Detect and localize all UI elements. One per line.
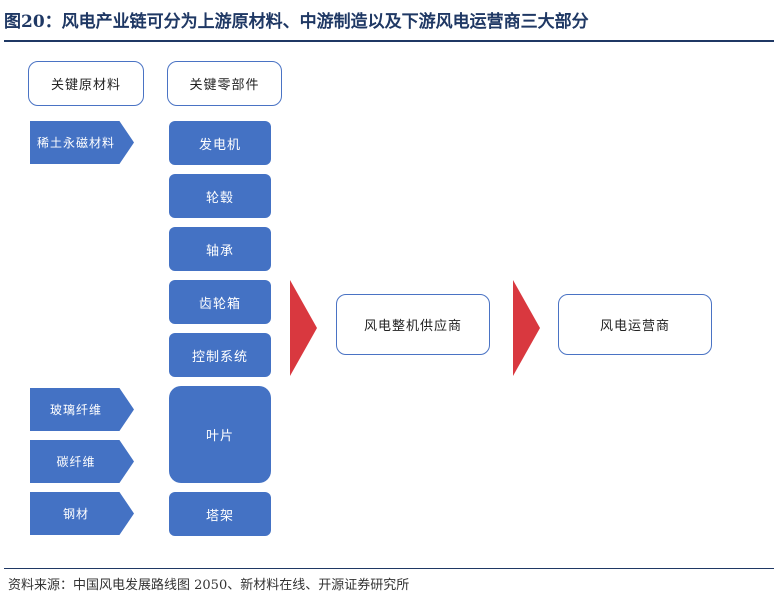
component-blade: 叶片 bbox=[169, 386, 271, 483]
raw-material-rare-earth-magnet: 稀土永磁材料 bbox=[30, 121, 134, 164]
figure-title: 图20：风电产业链可分为上游原材料、中游制造以及下游风电运营商三大部分 bbox=[4, 12, 589, 32]
footer-divider bbox=[4, 568, 774, 569]
title-divider bbox=[4, 40, 774, 42]
raw-material-glass-fiber: 玻璃纤维 bbox=[30, 388, 134, 431]
component-control-system: 控制系统 bbox=[169, 333, 271, 377]
component-tower: 塔架 bbox=[169, 492, 271, 536]
wind-operator-box: 风电运营商 bbox=[558, 294, 712, 355]
raw-material-steel: 钢材 bbox=[30, 492, 134, 535]
arrow-to-operator bbox=[513, 280, 540, 376]
component-generator: 发电机 bbox=[169, 121, 271, 165]
turbine-manufacturer-box: 风电整机供应商 bbox=[336, 294, 490, 355]
raw-material-carbon-fiber: 碳纤维 bbox=[30, 440, 134, 483]
raw-materials-header: 关键原材料 bbox=[28, 61, 144, 106]
source-note: 资料来源：中国风电发展路线图 2050、新材料在线、开源证券研究所 bbox=[8, 578, 410, 593]
components-header: 关键零部件 bbox=[167, 61, 282, 106]
component-hub: 轮毂 bbox=[169, 174, 271, 218]
component-bearing: 轴承 bbox=[169, 227, 271, 271]
component-gearbox: 齿轮箱 bbox=[169, 280, 271, 324]
arrow-to-manufacturer bbox=[290, 280, 317, 376]
